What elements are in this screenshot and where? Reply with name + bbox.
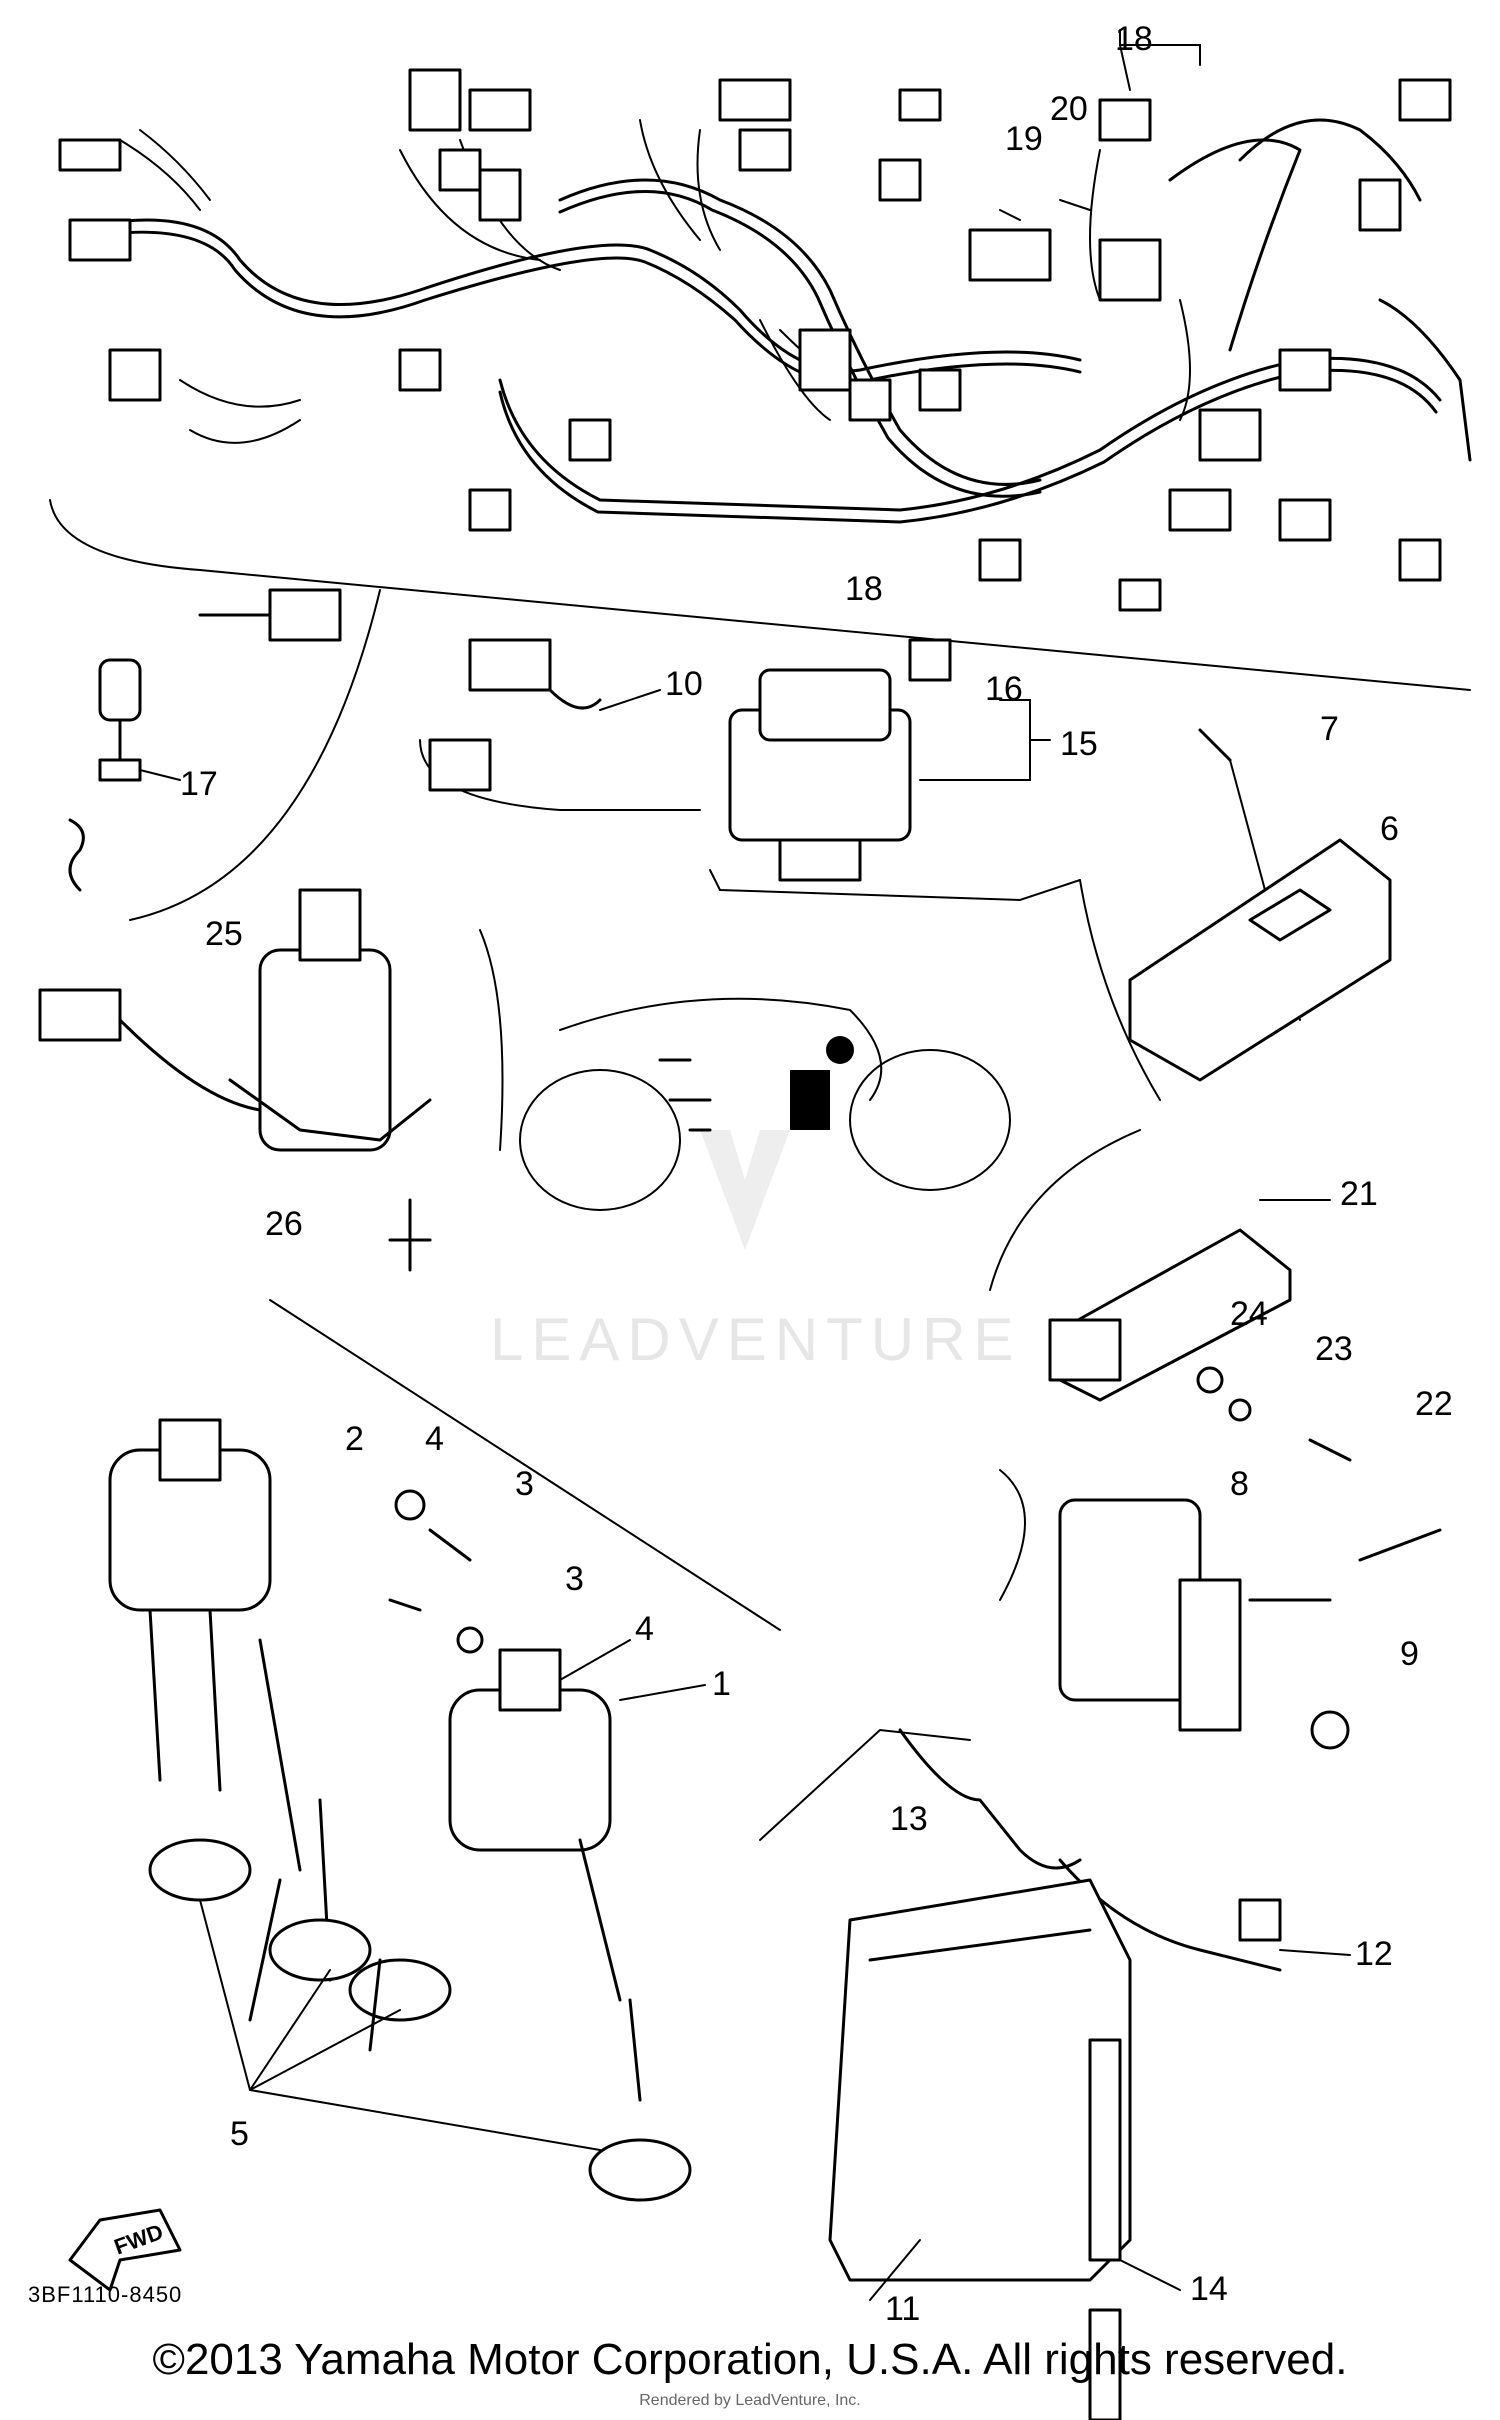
part-labels: 18 18 19 20 17 10 16 15 7 6 25 26 21 24 … [180, 20, 1453, 2328]
catalog-code: 3BF1110-8450 [28, 2282, 182, 2307]
label-7: 7 [1320, 710, 1339, 748]
label-17: 17 [180, 765, 218, 803]
fwd-arrow: FWD [68, 2208, 182, 2292]
ignition-coils [108, 1299, 781, 2202]
label-4-upper: 4 [425, 1420, 444, 1458]
label-24: 24 [1230, 1295, 1268, 1333]
label-22: 22 [1415, 1385, 1453, 1423]
label-14: 14 [1190, 2270, 1228, 2308]
label-19: 19 [1005, 120, 1043, 158]
label-18-bottom: 18 [845, 570, 883, 608]
label-13: 13 [890, 1800, 928, 1838]
vehicle-silhouette [519, 997, 1011, 1211]
wire-harness [49, 29, 1472, 691]
label-10: 10 [665, 665, 703, 703]
label-11: 11 [885, 2290, 920, 2328]
label-12: 12 [1355, 1935, 1393, 1973]
relay-assemblies [38, 588, 1392, 1462]
label-15: 15 [1060, 725, 1098, 763]
label-4-lower: 4 [635, 1610, 654, 1648]
label-3-lower: 3 [565, 1560, 584, 1598]
label-21: 21 [1340, 1175, 1378, 1213]
label-25: 25 [205, 915, 243, 953]
label-9: 9 [1400, 1635, 1419, 1673]
label-3-upper: 3 [515, 1465, 534, 1503]
label-23: 23 [1315, 1330, 1353, 1368]
label-26: 26 [265, 1205, 303, 1243]
rendered-by-notice: Rendered by LeadVenture, Inc. [639, 2392, 861, 2409]
label-2: 2 [345, 1420, 364, 1458]
watermark-text: LEADVENTURE [490, 1306, 1021, 1373]
label-20: 20 [1050, 90, 1088, 128]
label-1: 1 [712, 1665, 731, 1703]
copyright-notice: ©2013 Yamaha Motor Corporation, U.S.A. A… [152, 2335, 1348, 2384]
leader-lines [139, 689, 1351, 2301]
label-8: 8 [1230, 1465, 1249, 1503]
battery-group [759, 1469, 1442, 2420]
label-5: 5 [230, 2115, 249, 2153]
watermark: LEADVENTURE [490, 1130, 1021, 1373]
label-6: 6 [1380, 810, 1399, 848]
label-18-top: 18 [1115, 20, 1153, 58]
label-16: 16 [985, 670, 1023, 708]
